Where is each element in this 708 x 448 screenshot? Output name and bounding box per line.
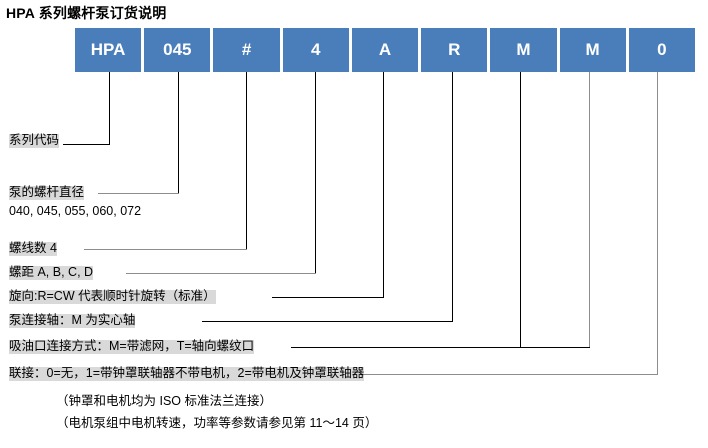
label-shaft: 泵连接轴：M 为实心轴 [9,313,136,328]
order-code-row: HPA 045 # 4 A R M M 0 [75,28,695,72]
label-screw-diameter-values: 040, 045, 055, 060, 072 [9,204,142,218]
code-box-suction-port[interactable]: M [559,28,626,72]
leader-line-rotation-vertical [383,72,384,298]
code-box-thread-count[interactable]: 4 [282,28,349,72]
label-screw-diameter: 泵的螺杆直径 [9,185,85,200]
leader-line-thread-count-vertical [246,72,247,250]
leader-line-coupling-vertical [657,72,658,375]
leader-line-pitch-horizontal [126,273,316,274]
leader-line-series-horizontal [63,144,110,145]
label-suction-port: 吸油口连接方式：M=带滤网，T=轴向螺纹口 [9,339,255,354]
code-box-shaft[interactable]: M [490,28,557,72]
label-rotation: 旋向:R=CW 代表顺时针旋转（标准） [9,289,216,304]
code-box-hash[interactable]: # [213,28,280,72]
leader-line-pitch-vertical [315,72,316,274]
code-box-series[interactable]: HPA [75,28,142,72]
page-title: HPA 系列螺杆泵订货说明 [6,5,167,21]
leader-line-series-vertical [109,72,110,145]
leader-line-diameter-horizontal [98,193,179,194]
code-box-pitch[interactable]: A [351,28,419,72]
leader-line-thread-count-horizontal [84,249,247,250]
leader-line-coupling-inner-vertical [589,72,590,348]
code-box-diameter[interactable]: 045 [144,28,211,72]
leader-line-diameter-vertical [178,72,179,194]
note-flange-connection: （钟罩和电机均为 ISO 标准法兰连接） [56,394,272,408]
note-motor-parameters: （电机泵组中电机转速，功率等参数请参见第 11～14 页） [56,416,378,430]
leader-line-shaft-horizontal [202,321,453,322]
code-box-rotation[interactable]: R [421,28,488,72]
label-pitch: 螺距 A, B, C, D [9,265,94,280]
label-thread-count: 螺线数 4 [9,241,57,256]
leader-line-suction-port-vertical [520,72,521,348]
leader-line-rotation-horizontal [272,297,384,298]
leader-line-coupling-inner-horizontal [291,347,590,348]
label-coupling: 联接：0=无，1=带钟罩联轴器不带电机，2=带电机及钟罩联轴器 [9,366,365,381]
label-series-code: 系列代码 [9,133,60,148]
leader-line-coupling-horizontal [200,374,658,375]
leader-line-shaft-vertical [452,72,453,322]
code-box-coupling[interactable]: 0 [628,28,695,72]
